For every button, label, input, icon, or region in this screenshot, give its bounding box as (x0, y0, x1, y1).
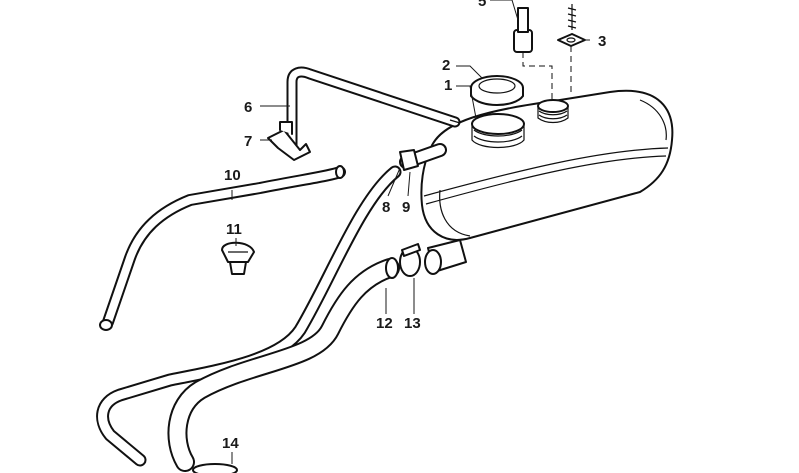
hex-nut (557, 4, 586, 96)
hose-10 (99, 165, 346, 331)
callout-5: 5 (478, 0, 486, 10)
pipe-bracket (267, 121, 311, 161)
callout-9: 9 (402, 199, 410, 216)
hose-clamp (399, 243, 421, 277)
vent-pipe (286, 66, 461, 151)
callout-1: 1 (444, 77, 452, 94)
bottom-clamp (192, 463, 238, 473)
callout-3: 3 (598, 33, 606, 50)
return-hose (96, 165, 402, 467)
callout-8: 8 (382, 199, 390, 216)
hose-12 (167, 257, 400, 472)
callout-11: 11 (226, 221, 242, 238)
callout-2: 2 (442, 57, 450, 74)
sensor-neck (537, 99, 569, 124)
callout-6: 6 (244, 99, 252, 116)
callouts: 1 2 3 5 6 7 8 9 10 11 12 13 14 (222, 0, 606, 452)
callout-14: 14 (222, 435, 239, 452)
callout-10: 10 (224, 167, 241, 184)
hose-connector (399, 143, 447, 171)
leader-lines (231, 0, 590, 464)
level-switch (513, 7, 553, 100)
filler-neck (471, 113, 525, 149)
callout-12: 12 (376, 315, 393, 332)
filler-cap (470, 75, 524, 106)
callout-7: 7 (244, 133, 252, 150)
hose-clip (221, 241, 255, 275)
callout-13: 13 (404, 315, 421, 332)
